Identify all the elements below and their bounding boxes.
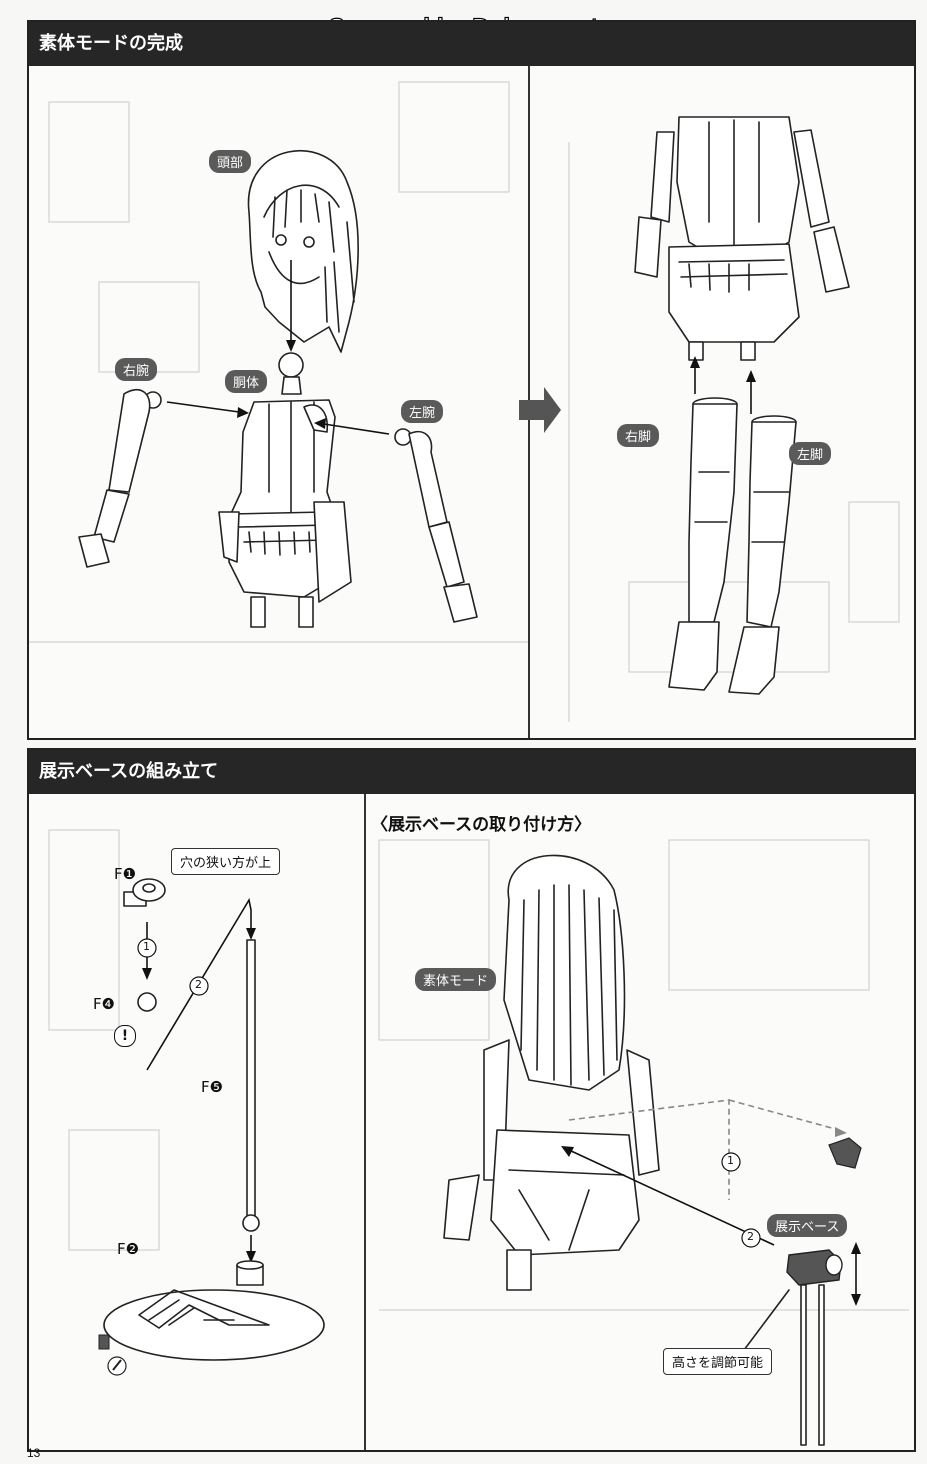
f2-base-part [103,1260,325,1361]
step-2-left: 2 [195,978,202,991]
base-illustration [48,829,909,1446]
f4-ball-part [137,992,157,1012]
section-display-base-assembly: 展示ベースの組み立て [27,748,916,1452]
page-number: 13 [27,1446,41,1460]
section-title: 素体モードの完成 [29,22,914,66]
part-f5-label: F❺ [201,1078,224,1096]
section-body-mode-complete: 素体モードの完成 [27,20,916,740]
section-title: 展示ベースの組み立て [29,750,914,794]
right-leg-tag: 右脚 [617,424,660,447]
part-f4-label: F❹ [93,995,116,1013]
step-2-right: 2 [747,1230,754,1243]
mounting-subtitle: 〈展示ベースの取り付け方〉 [371,815,592,835]
back-bracket-part [568,1099,862,1200]
left-arm-part [394,428,478,623]
height-adjustable-note: 高さを調節可能 [663,1348,773,1375]
assembly-illustration [29,81,900,722]
head-tag: 頭部 [209,150,252,173]
background-ghost-lines [48,829,909,1311]
narrow-hole-note: 穴の狭い方が上 [171,848,281,875]
next-step-arrow [519,387,561,433]
part-f1-label: F❶ [114,865,137,883]
small-screw-part [98,1334,127,1376]
background-ghost-lines [29,81,900,722]
head-part [247,150,359,353]
torso-tag: 胴体 [225,370,268,393]
caution-icon: ! [114,1025,136,1047]
figure-back-view [443,854,660,1291]
f1-connector-part [123,878,166,907]
figure-mode-tag: 素体モード [415,968,497,991]
legs-part [668,397,797,695]
left-arm-tag: 左腕 [401,400,444,423]
left-leg-tag: 左脚 [789,442,832,465]
upper-body-part [634,116,850,361]
right-arm-part [78,388,162,568]
panel-divider [364,794,366,1450]
part-f2-label: F❷ [117,1240,140,1258]
f5-pole-part [242,939,260,1232]
right-arm-tag: 右腕 [115,358,158,381]
base-connector-part [743,1242,861,1446]
step-1-right: 1 [727,1154,734,1167]
display-base-tag: 展示ベース [767,1214,848,1237]
step-1-left: 1 [143,940,150,953]
torso-part [218,352,352,628]
